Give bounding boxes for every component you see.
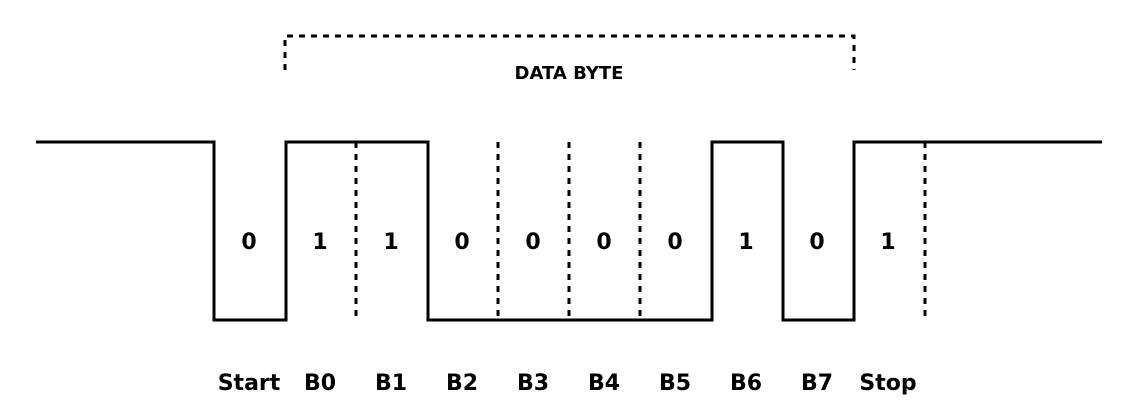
bit-value-start: 0 <box>241 230 256 255</box>
bit-value-b1: 1 <box>383 230 398 255</box>
signal-waveform <box>36 140 1102 322</box>
bit-value-b6: 1 <box>738 230 753 255</box>
slot-label-b2: B2 <box>446 371 478 396</box>
slot-label-b4: B4 <box>588 371 620 396</box>
slot-label-start: Start <box>218 371 281 396</box>
slot-label-b7: B7 <box>801 371 833 396</box>
bit-value-b3: 0 <box>525 230 540 255</box>
slot-label-b6: B6 <box>730 371 762 396</box>
slot-label-b0: B0 <box>304 371 336 396</box>
slot-label-b1: B1 <box>375 371 407 396</box>
data-byte-title: DATA BYTE <box>515 63 624 84</box>
bit-value-b2: 0 <box>454 230 469 255</box>
bit-value-b7: 0 <box>809 230 824 255</box>
slot-label-b3: B3 <box>517 371 549 396</box>
bit-value-b0: 1 <box>312 230 327 255</box>
data-byte-bracket <box>283 34 856 70</box>
bit-value-b5: 0 <box>667 230 682 255</box>
bit-value-b4: 0 <box>596 230 611 255</box>
slot-label-b5: B5 <box>659 371 691 396</box>
slot-label-stop: Stop <box>859 371 916 396</box>
bit-value-stop: 1 <box>880 230 895 255</box>
